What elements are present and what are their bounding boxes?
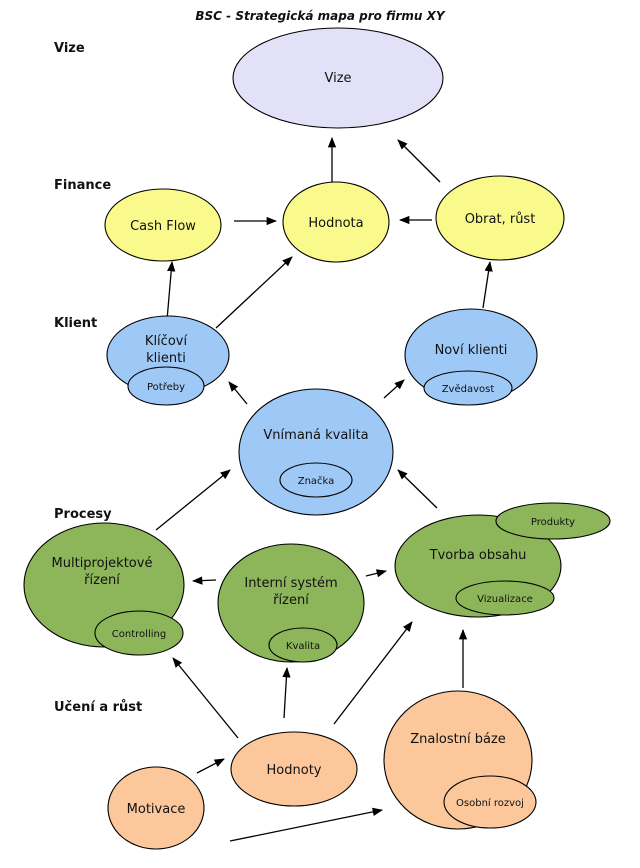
lane-label-finance: Finance [54,178,111,193]
edge-motivace-hodnoty [196,758,225,774]
node-controlling: Controlling [94,610,184,656]
node-osobni-rozvoj: Osobní rozvoj [443,775,537,829]
lane-label-uceni: Učení a růst [54,700,142,715]
node-zvedavost: Zvědavost [423,370,513,406]
svg-text:Cash Flow: Cash Flow [130,219,196,234]
node-potreby: Potřeby [127,366,205,406]
node-kvalita: Kvalita [268,627,338,663]
node-produkty: Produkty [495,502,611,540]
svg-text:Noví klienti: Noví klienti [435,343,508,358]
edge-hodnoty-interni [282,666,291,719]
edge-novi-obrat [482,260,493,309]
svg-text:Potřeby: Potřeby [147,381,185,393]
node-hodnoty: Hodnoty [230,731,358,807]
lane-label-vize: Vize [54,41,85,56]
node-motivace: Motivace [107,766,205,850]
svg-text:Interní systém: Interní systém [244,576,337,591]
svg-text:Znalostní báze: Znalostní báze [410,732,506,747]
svg-text:Produkty: Produkty [531,517,575,528]
node-vnimana-kvalita: Vnímaná kvalita [238,388,394,516]
diagram-title: BSC - Strategická mapa pro firmu XY [195,9,446,23]
node-interni-system-rizeni: Interní systém řízení [217,543,365,663]
node-hodnota: Hodnota [282,181,390,263]
svg-text:řízení: řízení [84,573,120,588]
edges [155,136,493,842]
svg-text:Vnímaná kvalita: Vnímaná kvalita [263,428,368,443]
node-vizualizace: Vizualizace [455,580,555,616]
svg-text:Vizualizace: Vizualizace [477,594,533,605]
svg-text:Vize: Vize [324,71,351,86]
svg-text:Hodnoty: Hodnoty [267,763,322,778]
svg-text:Značka: Značka [298,475,335,487]
node-vize: Vize [232,27,444,129]
svg-text:Motivace: Motivace [127,802,186,817]
svg-text:Multiprojektové: Multiprojektové [52,556,153,571]
edge-interni-multi [191,576,217,585]
svg-text:řízení: řízení [273,593,309,608]
edge-vnimana-klicovi [228,381,248,405]
edge-hodnoty-multi [172,657,239,739]
svg-text:Klíčoví: Klíčoví [145,334,188,349]
lane-label-klient: Klient [54,316,97,331]
node-znacka: Značka [279,462,353,498]
svg-text:Osobní rozvoj: Osobní rozvoj [456,797,524,809]
node-cash-flow: Cash Flow [104,188,222,262]
node-obrat-rust: Obrat, růst [435,175,565,261]
edge-klicovi-cashflow [166,260,176,321]
lane-label-procesy: Procesy [54,507,112,522]
edge-obrat-vize [397,139,441,183]
svg-text:Kvalita: Kvalita [286,641,320,652]
svg-text:Obrat, růst: Obrat, růst [465,212,536,227]
edge-motivace-znalostni [229,807,384,842]
svg-text:Controlling: Controlling [112,629,166,640]
edge-hodnoty-tvorba [333,621,413,725]
edge-tvorba-vnimana [397,469,438,509]
svg-text:Hodnota: Hodnota [308,216,363,231]
svg-text:Tvorba obsahu: Tvorba obsahu [429,548,527,563]
edge-multi-vnimana [155,469,231,531]
edge-klicovi-hodnota [215,256,293,329]
svg-text:klienti: klienti [146,351,186,366]
edge-vnimana-novi [383,379,405,399]
edge-interni-tvorba [365,569,388,578]
svg-text:Zvědavost: Zvědavost [442,383,495,395]
